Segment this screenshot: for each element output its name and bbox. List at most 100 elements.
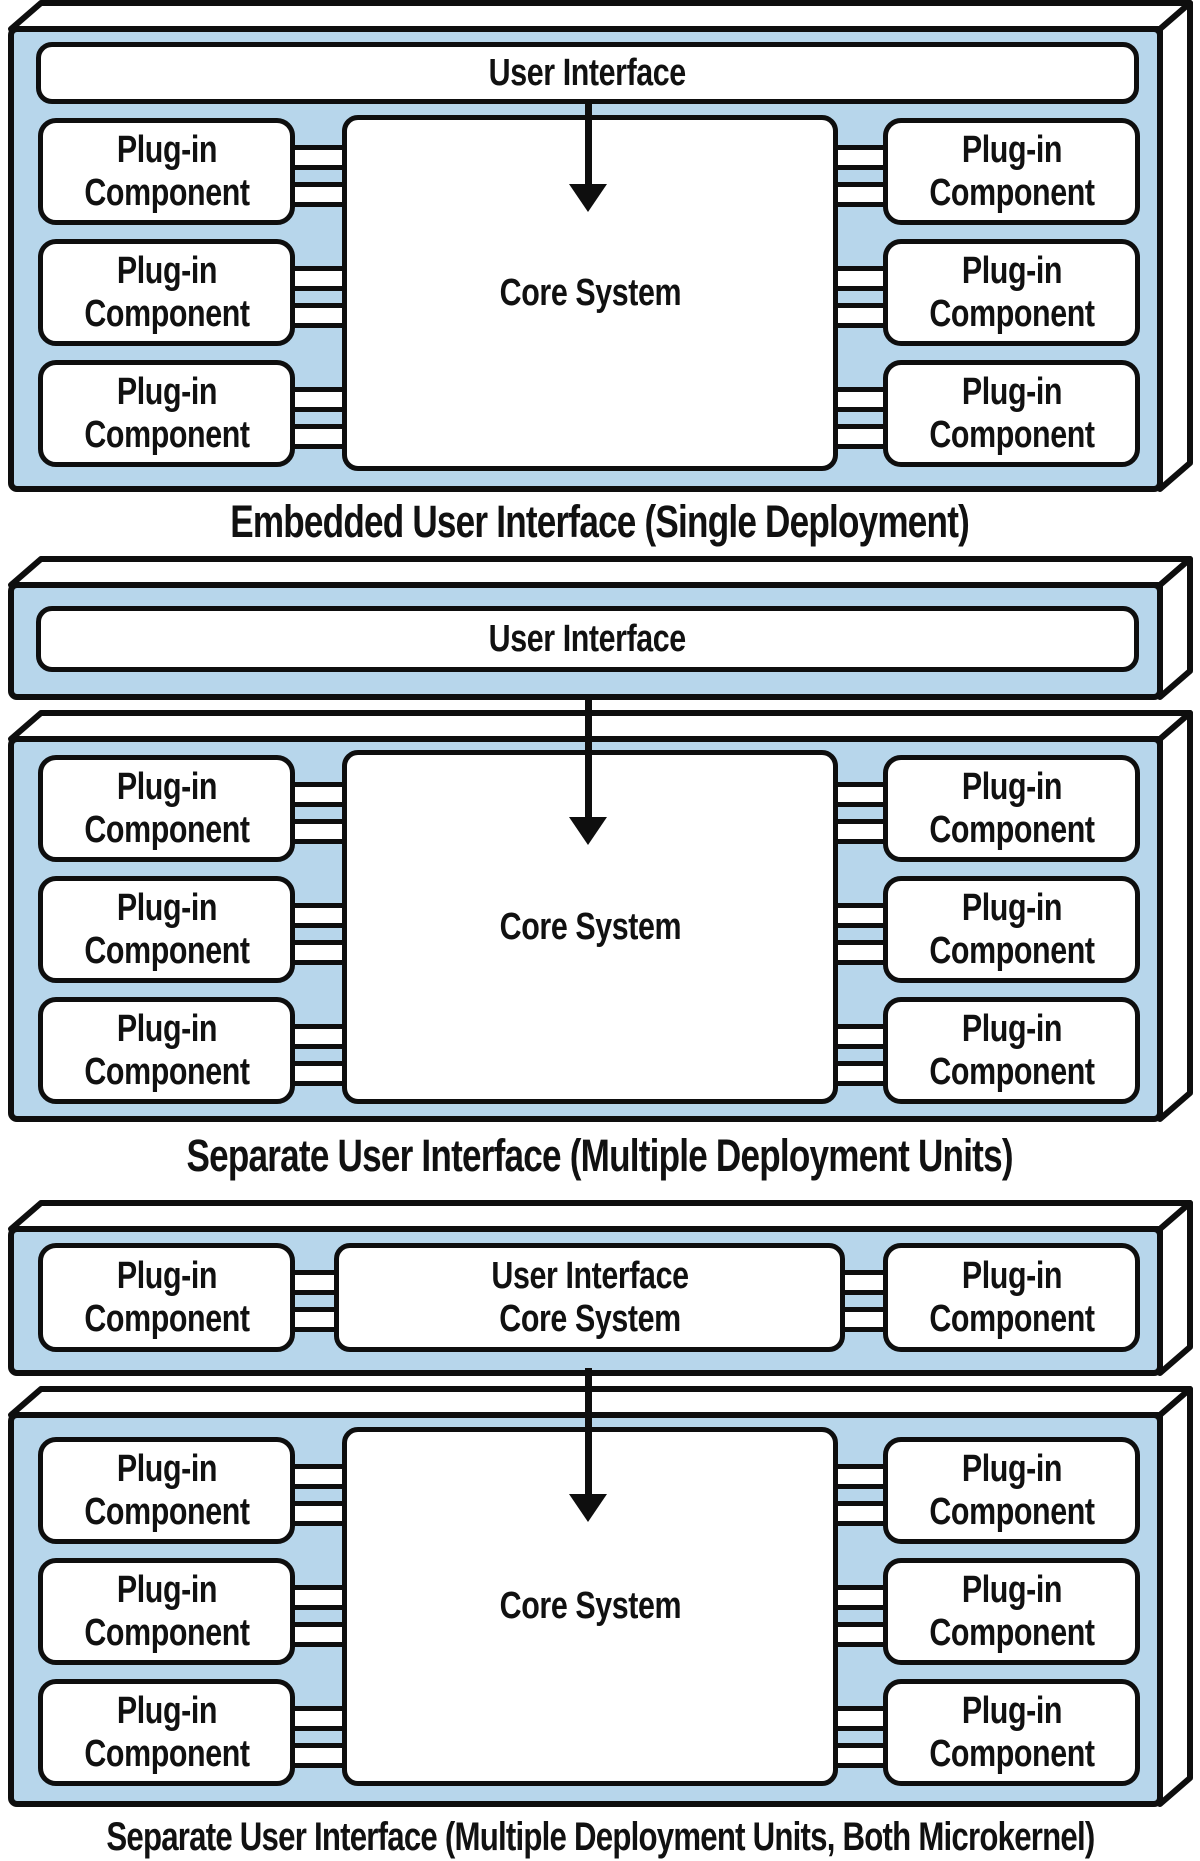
section-caption: Embedded User Interface (Single Deployme… [0,496,1200,547]
ui-to-core-arrow [585,1368,592,1494]
plugin-label: Plug-in Component [83,886,250,972]
plugin-label: Plug-in Component [83,1568,250,1654]
plugin-component-box: Plug-in Component [883,997,1140,1104]
caption-text: Embedded User Interface (Single Deployme… [230,496,971,547]
section-caption: Separate User Interface (Multiple Deploy… [0,1130,1200,1181]
caption-text: Separate User Interface (Multiple Deploy… [186,1130,1014,1181]
plugin-label: Plug-in Component [928,128,1095,214]
plugin-label: Plug-in Component [83,1689,250,1775]
user-interface-label: User Interface [488,617,687,660]
connector [290,1706,347,1731]
connector [290,1024,347,1049]
plugin-component-box: Plug-in Component [38,239,295,346]
connector [290,903,347,928]
connector [290,182,347,207]
connector [840,1270,888,1295]
connector [831,303,888,328]
section-caption: Separate User Interface (Multiple Deploy… [0,1813,1200,1861]
connector [290,303,347,328]
core-system-label: Core System [499,271,681,314]
connector [831,782,888,807]
core-system-box: Core System [342,115,838,471]
connector [831,387,888,412]
plugin-component-box: Plug-in Component [38,755,295,862]
ui-core-system-box: User Interface Core System [334,1243,845,1352]
connector [290,1501,347,1526]
plugin-label: Plug-in Component [928,1568,1095,1654]
connector [290,1464,347,1489]
plugin-label: Plug-in Component [83,1254,250,1340]
plugin-label: Plug-in Component [83,128,250,214]
plugin-label: Plug-in Component [83,765,250,851]
ui-to-core-arrow [585,104,592,184]
user-interface-box: User Interface [36,42,1139,104]
connector [831,1464,888,1489]
connector [290,424,347,449]
plugin-component-box: Plug-in Component [38,118,295,225]
connector [831,819,888,844]
plugin-component-box: Plug-in Component [38,1243,295,1352]
connector [831,1501,888,1526]
plugin-component-box: Plug-in Component [883,1243,1140,1352]
plugin-component-box: Plug-in Component [883,1558,1140,1665]
plugin-component-box: Plug-in Component [883,755,1140,862]
connector [831,903,888,928]
plugin-label: Plug-in Component [928,1447,1095,1533]
plugin-label: Plug-in Component [928,370,1095,456]
connector [831,1024,888,1049]
core-system-label: Core System [499,905,681,948]
plugin-component-box: Plug-in Component [38,997,295,1104]
connector [290,1743,347,1768]
connector [290,145,347,170]
connector [290,387,347,412]
connector [831,1061,888,1086]
ui-to-core-arrowhead [569,817,607,845]
core-system-label: Core System [499,1585,681,1628]
connector [290,940,347,965]
connector [290,1585,347,1610]
connector [290,1061,347,1086]
caption-text: Separate User Interface (Multiple Deploy… [105,1814,1095,1859]
plugin-component-box: Plug-in Component [38,1679,295,1786]
plugin-component-box: Plug-in Component [38,1558,295,1665]
plugin-label: Plug-in Component [83,1007,250,1093]
connector [290,1270,339,1295]
plugin-component-box: Plug-in Component [883,118,1140,225]
plugin-label: Plug-in Component [928,1689,1095,1775]
ui-to-core-arrow [585,694,592,817]
user-interface-box: User Interface [36,606,1139,672]
plugin-label: Plug-in Component [83,249,250,335]
connector [831,145,888,170]
connector [831,182,888,207]
plugin-component-box: Plug-in Component [883,360,1140,467]
connector [831,1706,888,1731]
plugin-label: Plug-in Component [83,1447,250,1533]
connector [840,1307,888,1332]
plugin-label: Plug-in Component [928,765,1095,851]
plugin-label: Plug-in Component [83,370,250,456]
connector [831,424,888,449]
connector [831,1743,888,1768]
connector [831,266,888,291]
plugin-label: Plug-in Component [928,249,1095,335]
connector [831,940,888,965]
connector [831,1622,888,1647]
connector [290,1622,347,1647]
plugin-component-box: Plug-in Component [883,1679,1140,1786]
connector [290,782,347,807]
plugin-label: Plug-in Component [928,1007,1095,1093]
plugin-label: Plug-in Component [928,886,1095,972]
plugin-component-box: Plug-in Component [38,876,295,983]
connector [831,1585,888,1610]
user-interface-label: User Interface [488,51,687,94]
plugin-component-box: Plug-in Component [38,1437,295,1544]
plugin-component-box: Plug-in Component [883,1437,1140,1544]
plugin-label: Plug-in Component [928,1254,1095,1340]
ui-to-core-arrowhead [569,1494,607,1522]
plugin-component-box: Plug-in Component [883,876,1140,983]
ui-to-core-arrowhead [569,184,607,212]
connector [290,819,347,844]
connector [290,1307,339,1332]
ui-core-label: User Interface Core System [490,1254,689,1340]
